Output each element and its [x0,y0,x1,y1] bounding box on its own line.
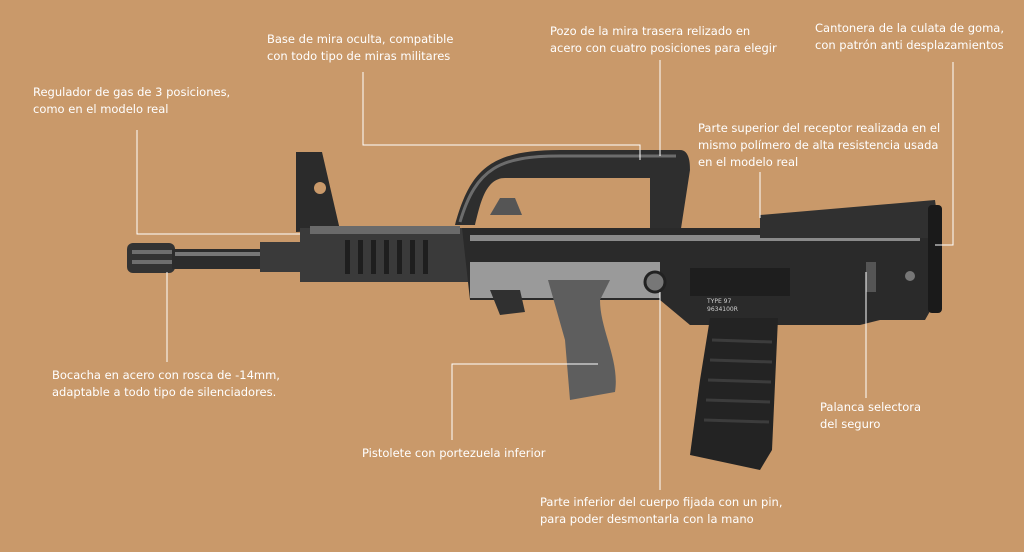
callout-buttplate-line-2: con patrón anti desplazamientos [815,38,1004,52]
callout-rear-sight-well-line-1: Pozo de la mira trasera relizado en [550,24,751,38]
takedown-pin [643,270,667,294]
trigger-guard [490,290,525,315]
rifle-marking-serial: 9634100R [707,306,738,313]
leader-sight-base [362,72,641,160]
callout-receiver-top-line-3: en el modelo real [698,155,799,169]
rifle [127,150,942,470]
callout-gas-regulator-line-1: Regulador de gas de 3 posiciones, [33,85,231,99]
callout-lower-body: Parte inferior del cuerpo fijada con un … [540,494,782,528]
callout-gas-regulator: Regulador de gas de 3 posiciones, como e… [33,84,230,118]
callout-sight-base: Base de mira oculta, compatible con todo… [267,31,453,65]
callout-muzzle-line-2: adaptable a todo tipo de silenciadores. [52,385,277,399]
callout-pistol-grip: Pistolete con portezuela inferior [362,445,545,462]
magazine [690,318,778,470]
callout-safety-selector: Palanca selectora del seguro [820,399,921,433]
leader-gas-regulator [136,130,300,235]
leader-buttplate [935,62,954,246]
rifle-marking-model: TYPE 97 [706,298,731,305]
pistol-grip [548,280,616,400]
leader-pistol-grip [451,363,598,440]
callout-safety-selector-line-1: Palanca selectora [820,400,922,414]
callout-rear-sight-well: Pozo de la mira trasera relizado en acer… [550,23,777,57]
callout-pistol-grip-line-1: Pistolete con portezuela inferior [362,446,546,460]
safety-selector-lever [866,262,876,292]
callout-muzzle: Bocacha en acero con rosca de -14mm, ada… [52,367,280,401]
callout-receiver-top-line-2: mismo polímero de alta resistencia usada [698,138,939,152]
carry-handle [455,150,690,235]
muzzle-brake [127,243,175,273]
buttplate [928,205,942,313]
leader-lines [136,60,954,490]
callout-muzzle-line-1: Bocacha en acero con rosca de -14mm, [52,368,280,382]
callout-sight-base-line-2: con todo tipo de miras militares [267,49,451,63]
callout-buttplate: Cantonera de la culata de goma, con patr… [815,20,1004,54]
callout-receiver-top-line-1: Parte superior del receptor realizada en… [698,121,941,135]
callout-lower-body-line-2: para poder desmontarla con la mano [540,512,754,526]
callout-receiver-top: Parte superior del receptor realizada en… [698,120,940,171]
callout-sight-base-line-1: Base de mira oculta, compatible [267,32,454,46]
callout-gas-regulator-line-2: como en el modelo real [33,102,169,116]
callout-safety-selector-line-2: del seguro [820,417,881,431]
callout-lower-body-line-1: Parte inferior del cuerpo fijada con un … [540,495,783,509]
callout-buttplate-line-1: Cantonera de la culata de goma, [815,21,1004,35]
callout-rear-sight-well-line-2: acero con cuatro posiciones para elegir [550,41,777,55]
buttstock [760,200,940,238]
